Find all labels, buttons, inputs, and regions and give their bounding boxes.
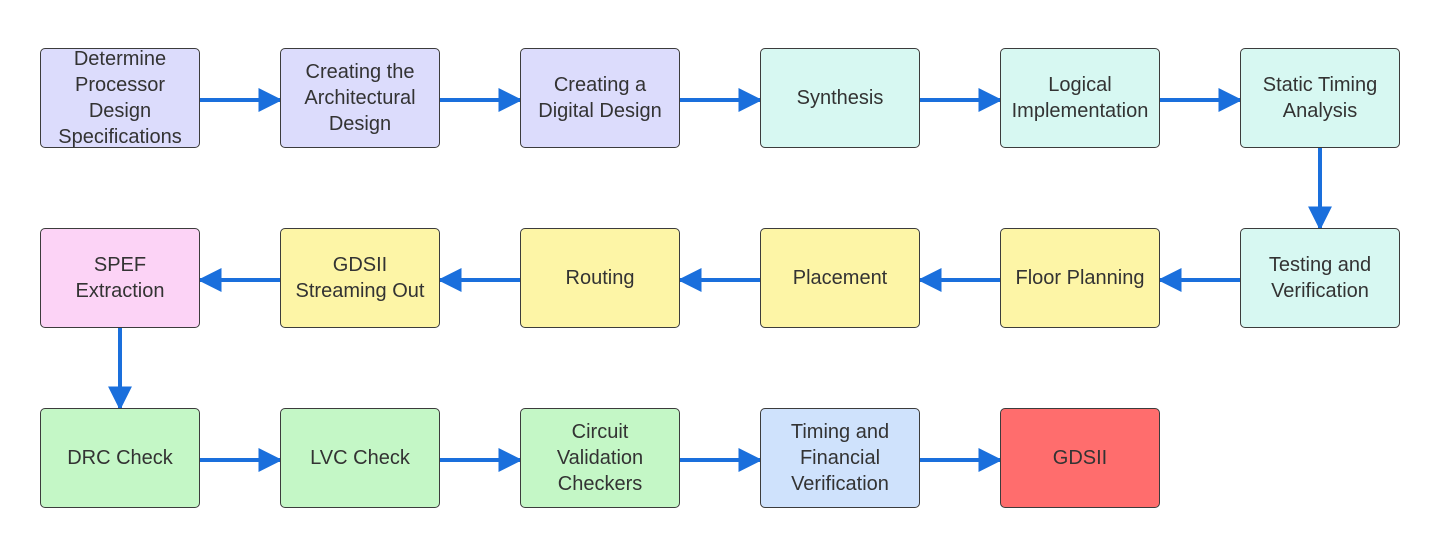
step-testing-verification: Testing and Verification bbox=[1240, 228, 1400, 328]
step-digital-design: Creating a Digital Design bbox=[520, 48, 680, 148]
step-static-timing-analysis: Static Timing Analysis bbox=[1240, 48, 1400, 148]
step-gdsii: GDSII bbox=[1000, 408, 1160, 508]
step-circuit-validation-checkers: Circuit Validation Checkers bbox=[520, 408, 680, 508]
step-determine-specifications: Determine Processor Design Specification… bbox=[40, 48, 200, 148]
step-timing-financial-verification: Timing and Financial Verification bbox=[760, 408, 920, 508]
step-drc-check: DRC Check bbox=[40, 408, 200, 508]
step-architectural-design: Creating the Architectural Design bbox=[280, 48, 440, 148]
step-routing: Routing bbox=[520, 228, 680, 328]
step-logical-implementation: Logical Implementation bbox=[1000, 48, 1160, 148]
step-synthesis: Synthesis bbox=[760, 48, 920, 148]
step-gdsii-streaming-out: GDSII Streaming Out bbox=[280, 228, 440, 328]
step-placement: Placement bbox=[760, 228, 920, 328]
step-spef-extraction: SPEF Extraction bbox=[40, 228, 200, 328]
step-lvc-check: LVC Check bbox=[280, 408, 440, 508]
step-floor-planning: Floor Planning bbox=[1000, 228, 1160, 328]
